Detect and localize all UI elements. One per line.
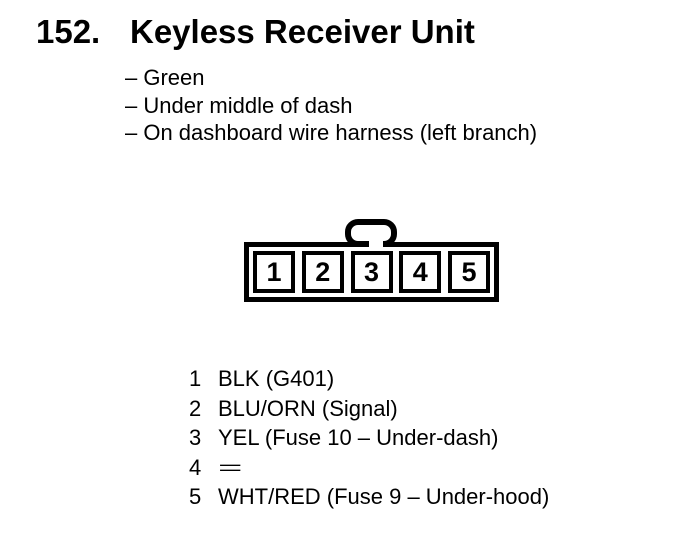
connector-diagram: 1 2 3 4 5: [244, 219, 499, 302]
cavity-label: 4: [412, 256, 428, 287]
pin-number: 1: [189, 366, 202, 391]
pin-description: WHT/RED (Fuse 9 – Under-hood): [218, 484, 550, 509]
note-line: – On dashboard wire harness (left branch…: [125, 120, 538, 145]
pin-description: YEL (Fuse 10 – Under-dash): [218, 425, 499, 450]
cavity-label: 5: [461, 256, 477, 287]
connector-body: 1 2 3 4 5: [249, 247, 494, 297]
pin-row: 5 WHT/RED (Fuse 9 – Under-hood): [189, 482, 549, 512]
connector-cavity-5: 5: [448, 251, 490, 293]
cavity-label: 1: [266, 256, 282, 287]
pin-number: 3: [189, 425, 202, 450]
pin-description-no-connection: =: [218, 455, 243, 479]
cavity-label: 2: [315, 256, 331, 287]
section-title-text: Keyless Receiver Unit: [130, 13, 475, 50]
pin-description: BLK (G401): [218, 366, 335, 391]
connector-cavity-1: 1: [253, 251, 295, 293]
note-line: – Under middle of dash: [125, 92, 353, 118]
pin-row: 2 BLU/ORN (Signal): [189, 394, 549, 424]
pin-number: 4: [189, 454, 202, 480]
pin-row: 3 YEL (Fuse 10 – Under-dash): [189, 423, 549, 453]
connector-cavity-3: 3: [350, 251, 393, 293]
pin-number: 5: [189, 484, 202, 509]
section-number: 152.: [36, 13, 101, 50]
note-line: – Green: [125, 65, 205, 90]
pin-number: 2: [189, 395, 202, 421]
pin-row: 1 BLK (G401): [189, 364, 549, 394]
pin-row: 4 =: [189, 453, 549, 483]
pin-description: BLU/ORN (Signal): [218, 395, 398, 421]
cavity-label: 3: [363, 256, 380, 287]
connector-cavity-4: 4: [399, 251, 442, 293]
clip-opening: [369, 233, 383, 250]
connector-cavity-2: 2: [301, 251, 344, 293]
section-title: 152. Keyless Receiver Unit: [36, 15, 475, 48]
notes-list: – Green – Under middle of dash – On dash…: [125, 64, 537, 147]
pin-list: 1 BLK (G401) 2 BLU/ORN (Signal) 3 YEL (F…: [189, 364, 549, 512]
